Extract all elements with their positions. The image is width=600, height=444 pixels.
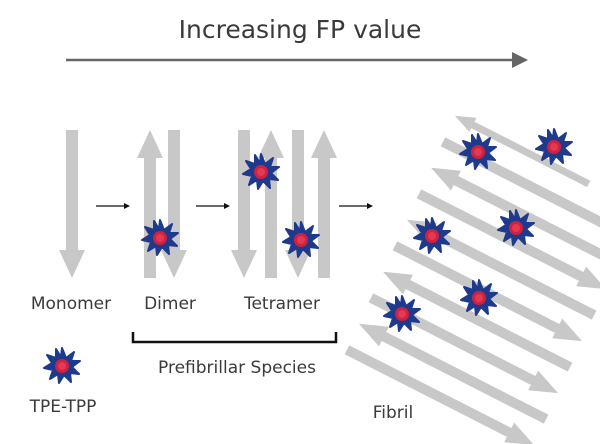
probe-star-icon [383, 295, 421, 332]
dimer-label: Dimer [144, 294, 196, 314]
dimer-structure [137, 130, 187, 278]
monomer-label: Monomer [31, 294, 111, 314]
fp-increase-arrow [66, 52, 528, 68]
fibril-label: Fibril [373, 403, 414, 423]
tetramer-structure [231, 130, 337, 278]
tpe-tpp-star-icon [43, 347, 81, 384]
legend-tpe-tpp [43, 347, 81, 384]
legend-label: TPE-TPP [29, 397, 97, 417]
prefibrillar-bracket [131, 332, 338, 344]
probe-star-icon [535, 128, 573, 165]
transition-arrow-3 [339, 203, 373, 209]
transition-arrow-2 [196, 203, 230, 209]
prefibrillar-label: Prefibrillar Species [158, 358, 316, 378]
probe-star-icon [282, 221, 320, 258]
fibril-structure [342, 108, 600, 444]
probe-star-icon [497, 209, 535, 246]
title: Increasing FP value [179, 15, 422, 44]
monomer-structure [59, 130, 85, 278]
tetramer-label: Tetramer [243, 294, 320, 314]
transition-arrow-1 [96, 203, 130, 209]
